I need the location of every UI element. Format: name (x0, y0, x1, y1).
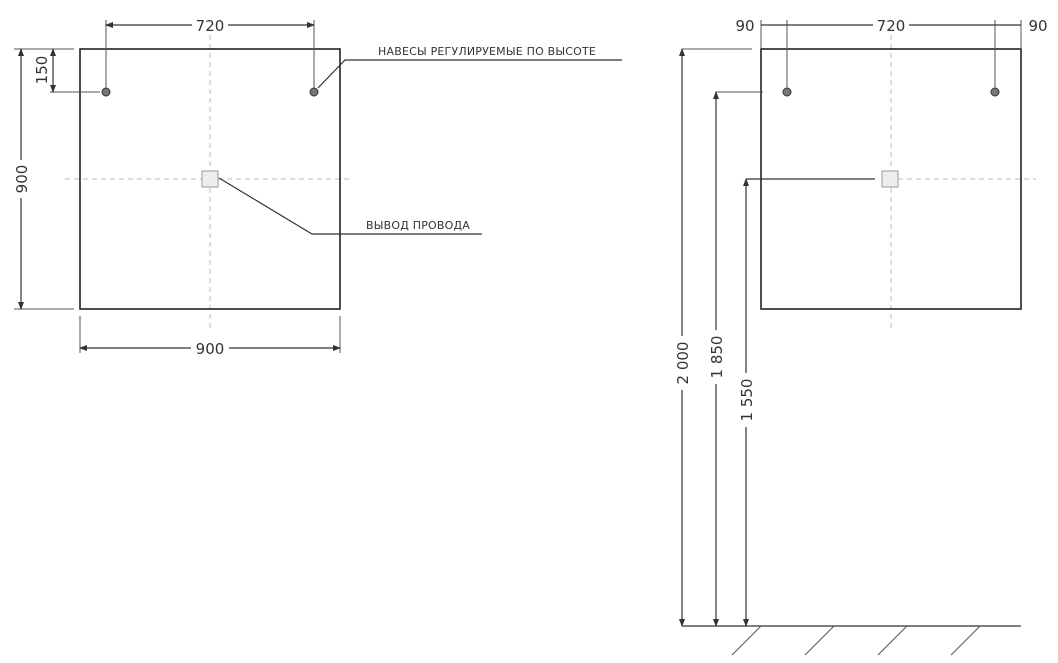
wire-outlet (201, 170, 219, 188)
dimension-label: 1 850 (708, 336, 726, 379)
dimension-label: 2 000 (674, 342, 692, 385)
dimension-hinge-spacing: 720 (105, 15, 315, 88)
leader-hinges: НАВЕСЫ РЕГУЛИРУЕМЫЕ ПО ВЫСОТЕ (317, 45, 622, 89)
note-hinges: НАВЕСЫ РЕГУЛИРУЕМЫЕ ПО ВЫСОТЕ (378, 45, 596, 58)
hinge-hole-right (990, 87, 1000, 97)
hinge-hole-left (782, 87, 792, 97)
dimension-label: 1 550 (738, 379, 756, 422)
dimension-label: 900 (196, 340, 225, 358)
dimension-label: 90 (735, 17, 754, 35)
mount-view: 90 720 90 2 000 1 850 1 550 (672, 15, 1048, 656)
leader-wire: ВЫВОД ПРОВОДА (218, 177, 482, 235)
dimension-top-height: 2 000 (672, 48, 752, 627)
dimension-label: 150 (33, 56, 51, 85)
dimension-width: 900 (79, 316, 341, 358)
dimension-hinge-offset: 150 (33, 48, 100, 93)
dimension-height: 900 (11, 48, 74, 310)
note-wire: ВЫВОД ПРОВОДА (366, 219, 470, 232)
panel-outline (79, 48, 341, 310)
wire-outlet (881, 170, 899, 188)
dimension-label: 900 (13, 165, 31, 194)
floor-line (682, 625, 1021, 656)
dimension-label: 720 (877, 17, 906, 35)
hinge-hole-left (101, 87, 111, 97)
dimension-hinge-height: 1 850 (706, 91, 763, 627)
dimension-wire-height: 1 550 (736, 178, 875, 627)
dimension-top-chain: 90 720 90 (735, 15, 1048, 88)
dimension-label: 720 (196, 17, 225, 35)
dimension-label: 90 (1028, 17, 1047, 35)
hinge-hole-right (309, 87, 319, 97)
front-view: 720 150 900 900 НАВЕСЫ РЕГУЛИРУЕ (11, 15, 622, 358)
